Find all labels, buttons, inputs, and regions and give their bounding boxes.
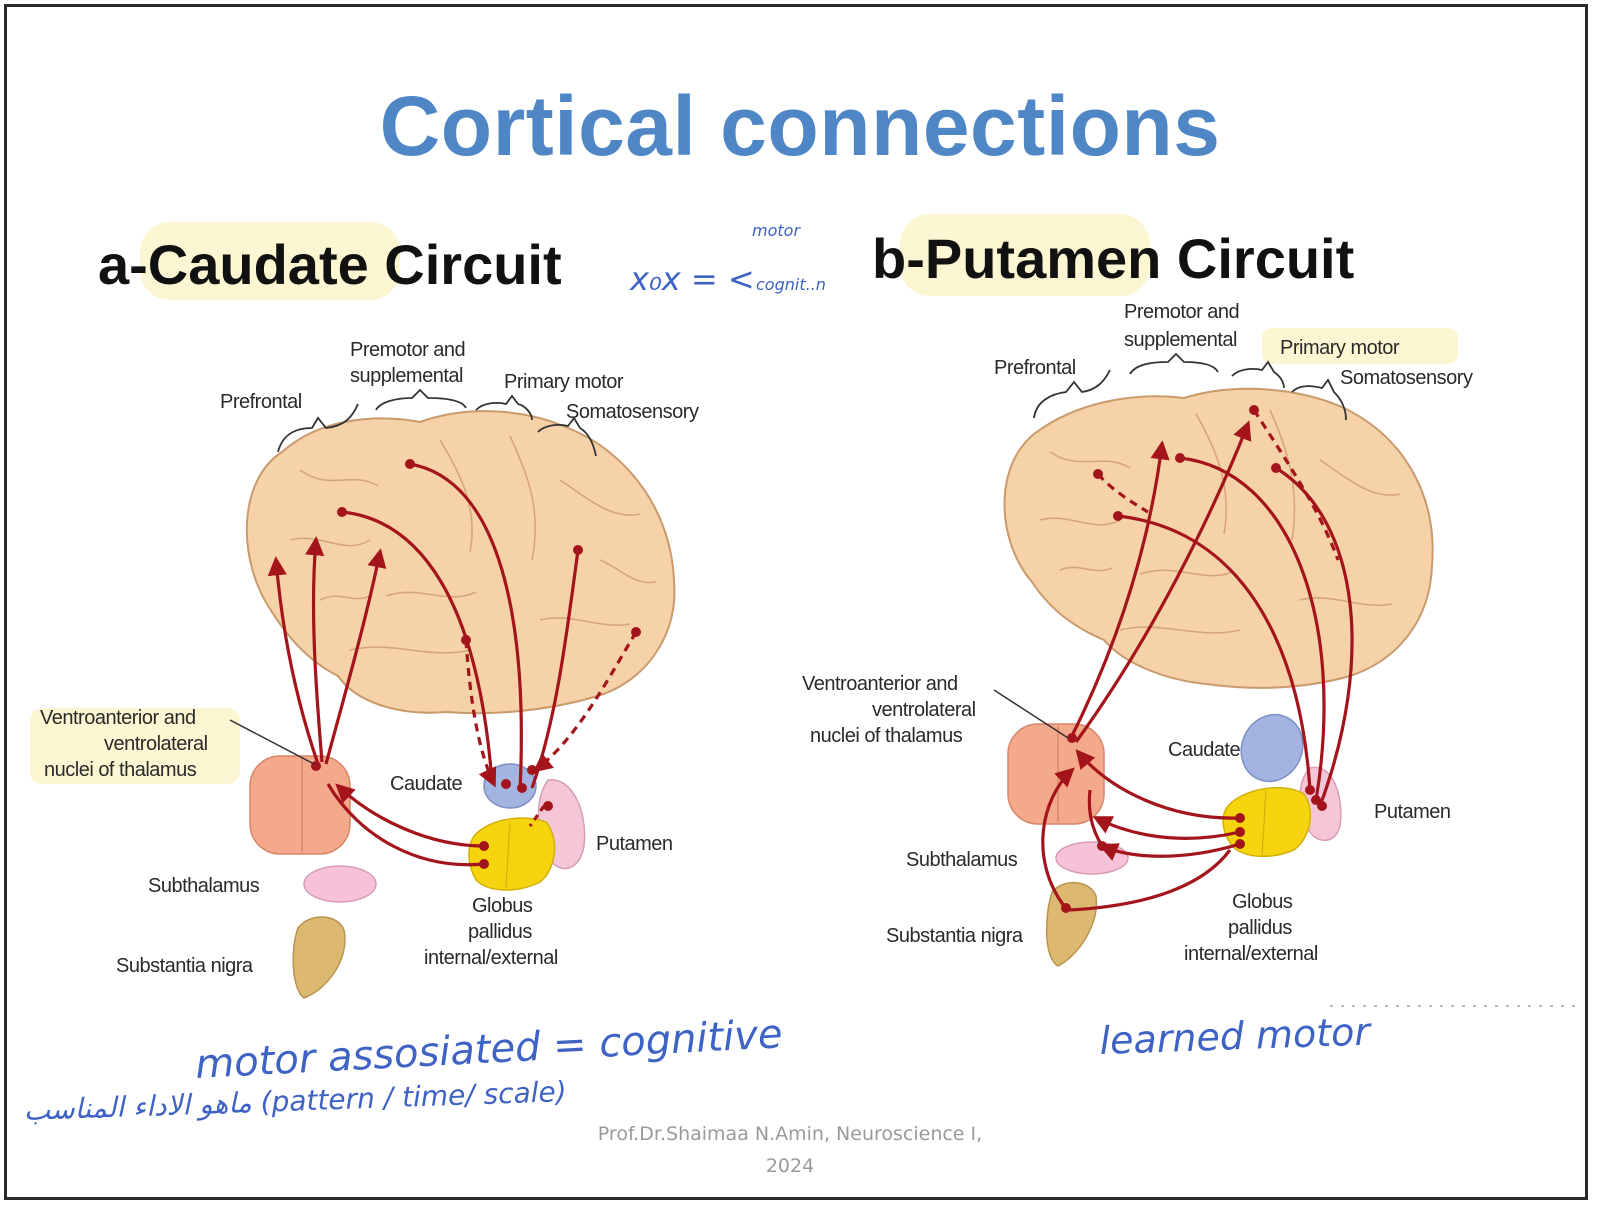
label-subthalamus-left: Subthalamus <box>148 875 260 897</box>
label-premotor-left: Premotor and <box>350 339 465 361</box>
handwritten-note-top: x₀x = < <box>629 260 755 298</box>
putamen-circuit-diagram: Prefrontal Premotor and supplemental Pri… <box>802 301 1473 966</box>
label-primary-motor-left: Primary motor <box>504 371 624 393</box>
label-subthalamus-right: Subthalamus <box>906 849 1018 871</box>
label-supplemental-left: supplemental <box>350 365 463 387</box>
label-prefrontal-right: Prefrontal <box>994 357 1076 379</box>
label-pallidus-right: pallidus <box>1228 917 1292 939</box>
label-thalamus-1-right: Ventroanterior and <box>802 673 958 695</box>
label-thalamus-3-left: nuclei of thalamus <box>44 759 197 781</box>
label-caudate-left: Caudate <box>390 773 462 795</box>
label-premotor-right: Premotor and <box>1124 301 1239 323</box>
thalamus-left <box>250 756 350 854</box>
handwritten-note-top-lower: cognit..n <box>756 275 826 294</box>
globus-pallidus-left <box>469 818 555 890</box>
label-putamen-right: Putamen <box>1374 801 1451 823</box>
handwritten-note-right: learned motor <box>1099 1009 1373 1062</box>
label-somatosensory-right: Somatosensory <box>1340 367 1473 389</box>
subthalamus-right <box>1056 842 1128 874</box>
subthalamus-left <box>304 866 376 902</box>
label-thalamus-2-right: ventrolateral <box>872 699 976 721</box>
label-pallidus-left: pallidus <box>468 921 532 943</box>
handwritten-note-top-upper: motor <box>752 221 801 240</box>
label-internal-external-left: internal/external <box>424 947 558 969</box>
label-primary-motor-right: Primary motor <box>1280 337 1400 359</box>
label-substantia-nigra-left: Substantia nigra <box>116 955 254 977</box>
label-thalamus-1-left: Ventroanterior and <box>40 707 196 729</box>
brain-right <box>1005 389 1433 688</box>
handwritten-note-left-2: ماهو الاداء المناسب (pattern / time/ sca… <box>23 1075 567 1127</box>
label-globus-left: Globus <box>472 895 533 917</box>
label-somatosensory-left: Somatosensory <box>566 401 699 423</box>
label-internal-external-right: internal/external <box>1184 943 1318 965</box>
brain-left <box>247 411 675 713</box>
caudate-circuit-diagram: Prefrontal Premotor and supplemental Pri… <box>40 339 699 998</box>
label-thalamus-3-right: nuclei of thalamus <box>810 725 963 747</box>
label-globus-right: Globus <box>1232 891 1293 913</box>
footer-line-1: Prof.Dr.Shaimaa N.Amin, Neuroscience I, <box>560 1118 1020 1150</box>
label-substantia-nigra-right: Substantia nigra <box>886 925 1024 947</box>
label-prefrontal-left: Prefrontal <box>220 391 302 413</box>
label-caudate-right: Caudate <box>1168 739 1240 761</box>
substantia-nigra-right <box>1047 883 1097 966</box>
slide-footer: Prof.Dr.Shaimaa N.Amin, Neuroscience I, … <box>560 1118 1020 1182</box>
footer-line-2: 2024 <box>560 1150 1020 1182</box>
substantia-nigra-left <box>293 917 345 998</box>
label-supplemental-right: supplemental <box>1124 329 1237 351</box>
label-thalamus-2-left: ventrolateral <box>104 733 208 755</box>
label-putamen-left: Putamen <box>596 833 673 855</box>
handwritten-note-left-1: motor assosiated = cognitive <box>194 1011 784 1088</box>
